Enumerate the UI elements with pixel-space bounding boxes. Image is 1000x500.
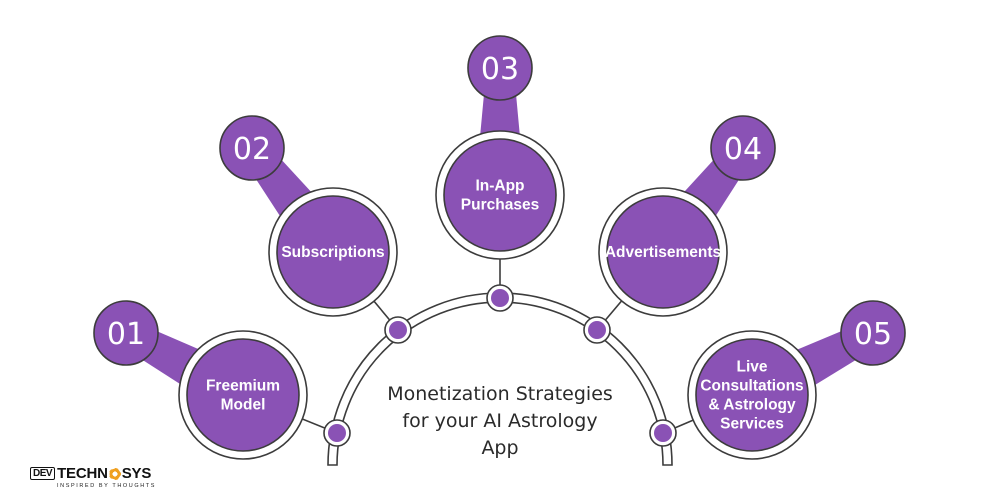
strategy-label: Purchases xyxy=(461,197,539,214)
gear-icon xyxy=(108,467,121,480)
number-badge xyxy=(467,35,533,101)
strategy-label: Subscriptions xyxy=(281,244,384,261)
arc-dot xyxy=(389,321,407,339)
number-badge xyxy=(840,300,906,366)
number-badge-text: 04 xyxy=(724,132,762,167)
strategy-circle xyxy=(695,338,809,452)
number-badge-text: 01 xyxy=(107,317,145,352)
strategy-label: Services xyxy=(720,416,784,433)
arc-dot xyxy=(588,321,606,339)
logo-brand-right: SYS xyxy=(121,465,152,482)
number-badge xyxy=(710,115,776,181)
center-title: for your AI Astrology xyxy=(402,410,597,432)
strategy-label: Consultations xyxy=(700,378,803,395)
center-title: Monetization Strategies xyxy=(387,383,613,405)
strategy-label: In-App xyxy=(475,178,524,195)
number-badge xyxy=(219,115,285,181)
strategy-label: Model xyxy=(221,397,266,414)
strategy-circle xyxy=(443,138,557,252)
arc-dot xyxy=(328,424,346,442)
strategy-label: & Astrology xyxy=(708,397,796,414)
strategy-label: Live xyxy=(736,359,767,376)
logo-tagline: INSPIRED BY THOUGHTS xyxy=(57,483,157,489)
strategy-label: Advertisements xyxy=(605,244,721,261)
arc-dot xyxy=(491,289,509,307)
logo-brand-mid: TECHN xyxy=(57,465,108,482)
logo-dev-mark: DEV xyxy=(30,467,56,480)
arc-dot xyxy=(654,424,672,442)
strategy-circle xyxy=(606,195,720,309)
number-badge-text: 03 xyxy=(481,52,519,87)
number-badge xyxy=(93,300,159,366)
strategy-circle xyxy=(276,195,390,309)
strategy-label: Freemium xyxy=(206,378,280,395)
center-title: App xyxy=(481,437,518,459)
devtechnosys-logo: DEV TECHN SYS INSPIRED BY THOUGHTS xyxy=(30,465,160,495)
strategy-circle xyxy=(186,338,300,452)
number-badge-text: 05 xyxy=(854,317,892,352)
number-badge-text: 02 xyxy=(233,132,271,167)
node-bridge xyxy=(480,94,520,137)
